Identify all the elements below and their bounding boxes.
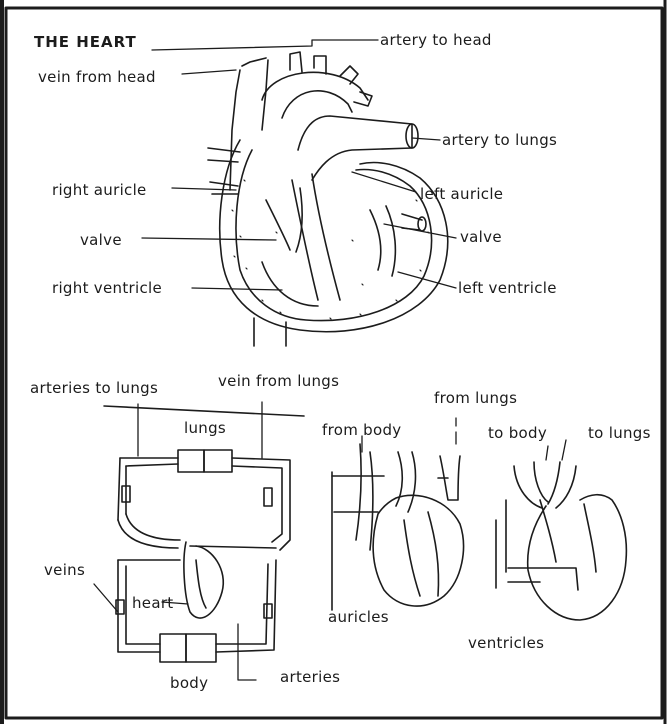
- label-left-auricle: left auricle: [420, 187, 503, 202]
- label-auricles: auricles: [328, 610, 389, 625]
- ventricles-illustration: [496, 440, 626, 620]
- heart-section-illustration: [208, 52, 448, 346]
- label-lungs: lungs: [184, 421, 226, 436]
- label-arteries: arteries: [280, 670, 340, 685]
- label-arteries-to-lungs: arteries to lungs: [30, 381, 158, 396]
- label-valve-right-side: valve: [80, 233, 122, 248]
- label-vein-from-lungs: vein from lungs: [218, 374, 339, 389]
- label-right-ventricle: right ventricle: [52, 281, 162, 296]
- page-title: THE HEART: [34, 35, 137, 50]
- label-veins: veins: [44, 563, 85, 578]
- label-to-body: to body: [488, 426, 547, 441]
- label-right-auricle: right auricle: [52, 183, 147, 198]
- label-from-body: from body: [322, 423, 401, 438]
- label-artery-to-head: artery to head: [380, 33, 492, 48]
- label-body: body: [170, 676, 208, 691]
- label-from-lungs: from lungs: [434, 391, 517, 406]
- auricles-illustration: [332, 418, 463, 610]
- label-vein-from-head: vein from head: [38, 70, 156, 85]
- label-valve-left-side: valve: [460, 230, 502, 245]
- label-to-lungs: to lungs: [588, 426, 651, 441]
- circulation-illustration: [94, 402, 304, 680]
- label-ventricles: ventricles: [468, 636, 544, 651]
- label-left-ventricle: left ventricle: [458, 281, 557, 296]
- label-heart: heart: [132, 596, 173, 611]
- label-artery-to-lungs: artery to lungs: [442, 133, 557, 148]
- top-leader-lines: [142, 40, 456, 290]
